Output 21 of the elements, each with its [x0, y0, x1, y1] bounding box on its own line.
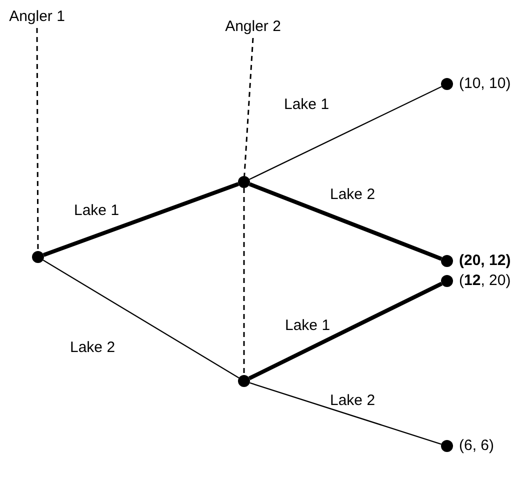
- payoff-label: (6, 6): [459, 438, 494, 453]
- player-label: Angler 1: [4, 6, 70, 28]
- edge-label: Lake 1: [74, 203, 120, 218]
- branch-line: [42, 260, 240, 378]
- branch-line: [249, 86, 442, 180]
- dashed-line: [243, 188, 245, 375]
- edge-label: Lake 2: [330, 393, 376, 408]
- branch-line: [248, 282, 442, 380]
- edge-label: Lake 2: [70, 340, 116, 355]
- dashed-line: [244, 38, 254, 176]
- payoff-label: (20, 12): [459, 253, 511, 268]
- payoff-label: (12, 20): [459, 273, 511, 288]
- edge-label: Lake 1: [285, 318, 330, 333]
- branch-line: [248, 182, 442, 261]
- edge-label: Lake 2: [330, 187, 376, 202]
- payoff-label: (10, 10): [459, 76, 511, 91]
- edge-label: Lake 1: [284, 97, 330, 112]
- player-label: Angler 2: [218, 16, 288, 38]
- dashed-line: [36, 28, 39, 251]
- branch-line: [42, 182, 240, 257]
- branch-line: [250, 382, 442, 445]
